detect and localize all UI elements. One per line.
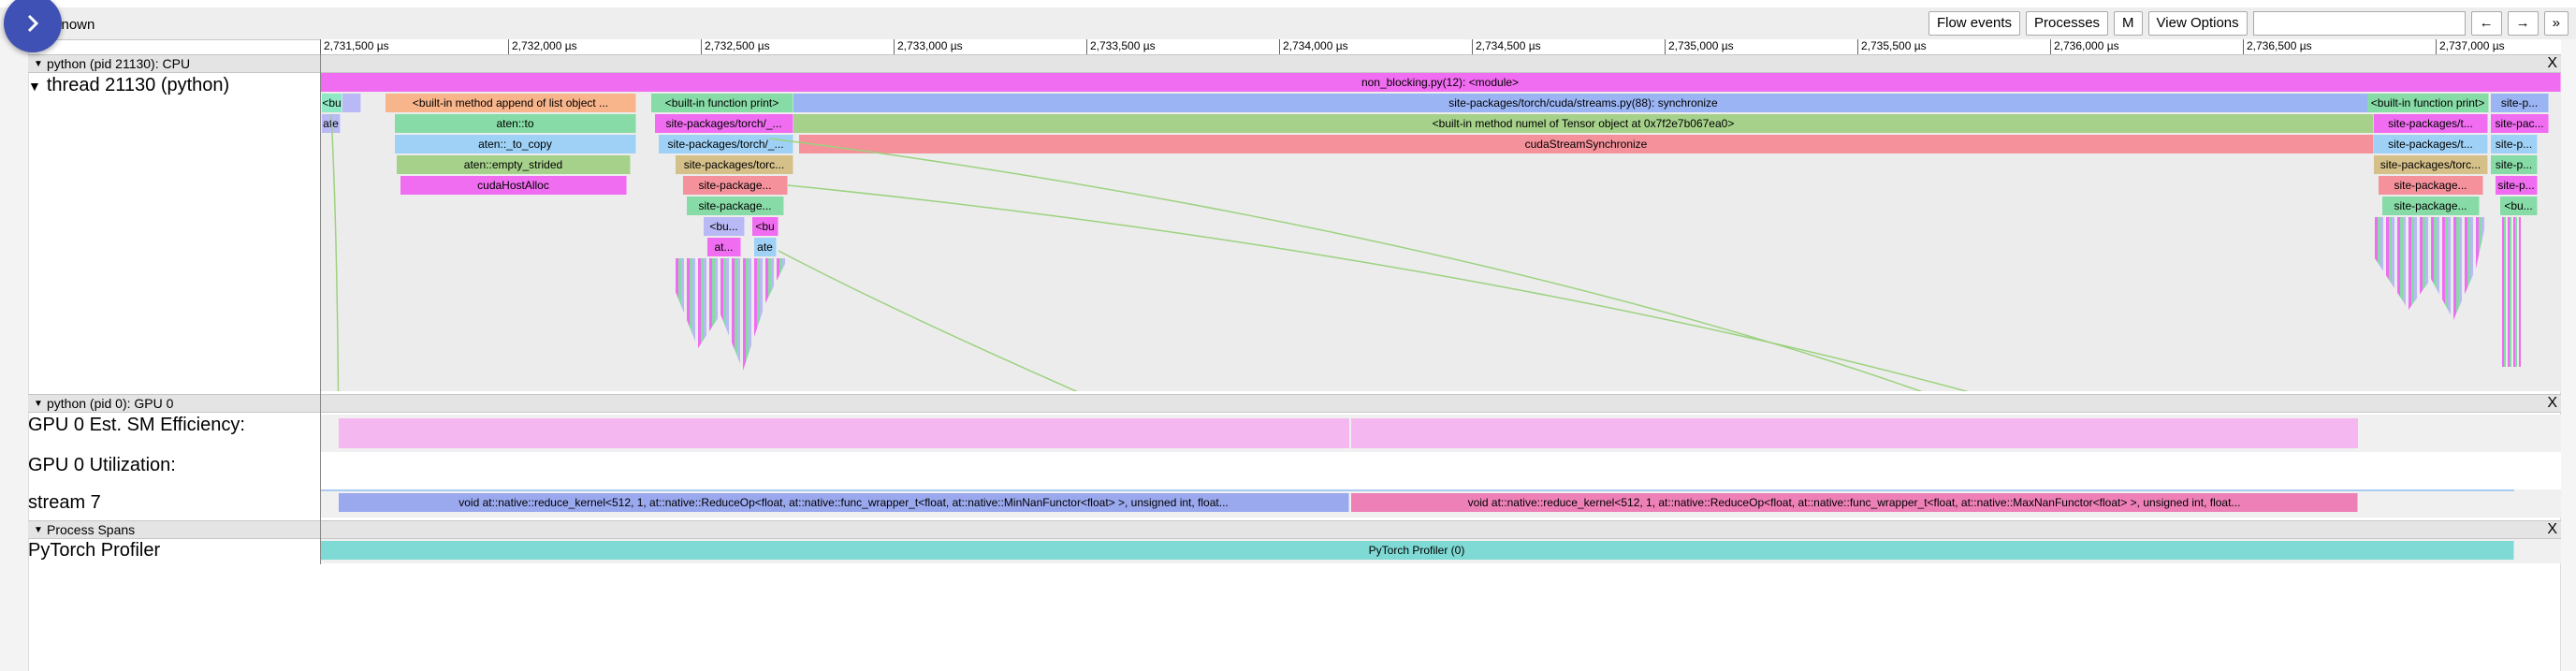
slice-site-packages[interactable]: site-pac... [2491,114,2549,133]
ruler-tick: 2,735,000 µs [1665,39,1734,54]
slice-aten-to-copy[interactable]: aten::_to_copy [395,135,636,153]
gpu-process-label: python (pid 0): GPU 0 [47,396,174,411]
stream-baseline [320,489,2514,491]
ruler-tick: 2,736,000 µs [2050,39,2119,54]
flow-events-button[interactable]: Flow events [1928,11,2021,36]
flame-spikes [2502,217,2521,367]
slice-at[interactable]: at... [707,238,741,256]
view-options-button[interactable]: View Options [2147,11,2248,36]
slice-site-packages[interactable]: site-p... [2496,176,2538,195]
side-panel-strip[interactable] [2560,39,2576,671]
gpu-utilization-label: GPU 0 Utilization: [28,455,176,475]
slice-site-packages[interactable]: site-package... [2382,197,2480,215]
close-icon[interactable]: X [2547,395,2557,411]
ruler-tick: 2,734,500 µs [1472,39,1541,54]
find-panel-button[interactable]: » [2543,11,2569,36]
flow-arrow [778,250,1078,391]
sm-efficiency-track[interactable] [320,415,2561,452]
ruler-tick: 2,737,000 µs [2436,39,2505,54]
search-input[interactable] [2252,11,2466,36]
expand-sidebar-button[interactable] [4,0,62,52]
slice-site-packages[interactable]: site-packages/torch/_... [655,114,793,133]
processes-button[interactable]: Processes [2026,11,2109,36]
chevron-right-icon [27,14,39,33]
kernel-min-reduce[interactable]: void at::native::reduce_kernel<512, 1, a… [339,493,1349,512]
process-spans-header[interactable]: ▼ Process Spans X [28,520,2561,539]
profiler-track[interactable]: PyTorch Profiler (0) [320,539,2561,563]
profiler-row-label: PyTorch Profiler [28,540,161,561]
slice-site-packages[interactable]: site-p... [2491,94,2549,112]
slice-cuda-host-alloc[interactable]: cudaHostAlloc [400,176,627,195]
slice-bu[interactable]: <bu [322,94,342,112]
stream-label: stream 7 [28,492,101,513]
profiler-span[interactable]: PyTorch Profiler (0) [320,541,2514,560]
slice-cuda-stream-synchronize[interactable]: cudaStreamSynchronize [799,135,2374,153]
sm-efficiency-label: GPU 0 Est. SM Efficiency: [28,415,245,435]
slice-bu[interactable]: <bu... [704,217,745,236]
toolbar-controls: Flow events Processes M View Options ← →… [1928,11,2569,36]
slice-bu[interactable]: <bu... [2500,197,2538,215]
close-icon[interactable]: X [2547,55,2557,71]
slice-print[interactable]: <built-in function print> [651,94,793,112]
slice-site-packages[interactable]: site-packages/torc... [2374,155,2488,174]
triangle-down-icon[interactable]: ▼ [34,59,43,69]
slice-numel[interactable]: <built-in method numel of Tensor object … [793,114,2374,133]
ruler-tick: 2,736,500 µs [2243,39,2312,54]
left-gutter [0,39,29,671]
flow-arrow [768,138,1923,391]
slice-site-packages[interactable]: site-p... [2491,155,2538,174]
slice-bu[interactable]: <bu [752,217,779,236]
cpu-track[interactable]: non_blocking.py(12): <module> <bu <built… [320,73,2561,391]
slice-streams-synchronize[interactable]: site-packages/torch/cuda/streams.py(88):… [793,94,2374,112]
slice-ate[interactable]: ate [754,238,777,256]
cpu-process-label: python (pid 21130): CPU [47,56,191,71]
flow-arrows [330,113,1969,391]
selection-line [320,54,321,564]
metadata-button[interactable]: M [2114,11,2143,36]
ruler-tick: 2,732,000 µs [508,39,577,54]
find-next-button[interactable]: → [2507,11,2539,36]
find-previous-button[interactable]: ← [2470,11,2502,36]
kernel-max-reduce[interactable]: void at::native::reduce_kernel<512, 1, a… [1351,493,2358,512]
slice-print[interactable]: <built-in function print> [2367,94,2489,112]
slice-site-packages[interactable]: site-p... [2491,135,2538,153]
ruler-tick: 2,733,500 µs [1086,39,1156,54]
slice-site-packages[interactable]: site-package... [687,197,784,215]
stream-track[interactable]: void at::native::reduce_kernel<512, 1, a… [320,489,2561,518]
flow-arrow [330,113,340,391]
sm-efficiency-bar[interactable] [1351,418,2358,448]
triangle-down-icon[interactable]: ▼ [28,79,41,94]
slice-module[interactable]: non_blocking.py(12): <module> [320,73,2561,92]
slice-append[interactable]: <built-in method append of list object .… [386,94,636,112]
time-ruler[interactable]: 2,731,500 µs 2,732,000 µs 2,732,500 µs 2… [320,39,2561,55]
slice-empty-strided[interactable]: aten::empty_strided [397,155,631,174]
slice[interactable] [342,94,361,112]
toolbar: known Flow events Processes M View Optio… [0,7,2576,40]
process-spans-label: Process Spans [47,522,136,537]
gpu-process-header[interactable]: ▼ python (pid 0): GPU 0 X [28,394,2561,413]
triangle-down-icon[interactable]: ▼ [34,399,43,409]
sm-efficiency-bar[interactable] [339,418,1349,448]
ruler-tick: 2,731,500 µs [320,39,389,54]
thread-label[interactable]: ▼thread 21130 (python) [28,75,230,95]
ruler-tick: 2,732,500 µs [701,39,770,54]
ruler-tick: 2,734,000 µs [1279,39,1348,54]
gpu-utilization-track[interactable] [320,452,2561,489]
slice-site-packages[interactable]: site-package... [2379,176,2483,195]
trace-title: known [54,17,95,33]
slice-site-packages[interactable]: site-packages/torc... [676,155,793,174]
slice-site-packages[interactable]: site-package... [683,176,788,195]
ruler-tick: 2,735,500 µs [1857,39,1927,54]
slice-site-packages[interactable]: site-packages/t... [2374,135,2488,153]
cpu-process-header[interactable]: ▼ python (pid 21130): CPU X [28,54,2561,73]
slice-site-packages[interactable]: site-packages/t... [2374,114,2488,133]
close-icon[interactable]: X [2547,521,2557,537]
ruler-tick: 2,733,000 µs [894,39,963,54]
flow-arrow [787,184,1969,391]
slice-site-packages[interactable]: site-packages/torch/_... [659,135,793,153]
triangle-down-icon[interactable]: ▼ [34,525,43,535]
slice-aten-to[interactable]: aten::to [395,114,636,133]
